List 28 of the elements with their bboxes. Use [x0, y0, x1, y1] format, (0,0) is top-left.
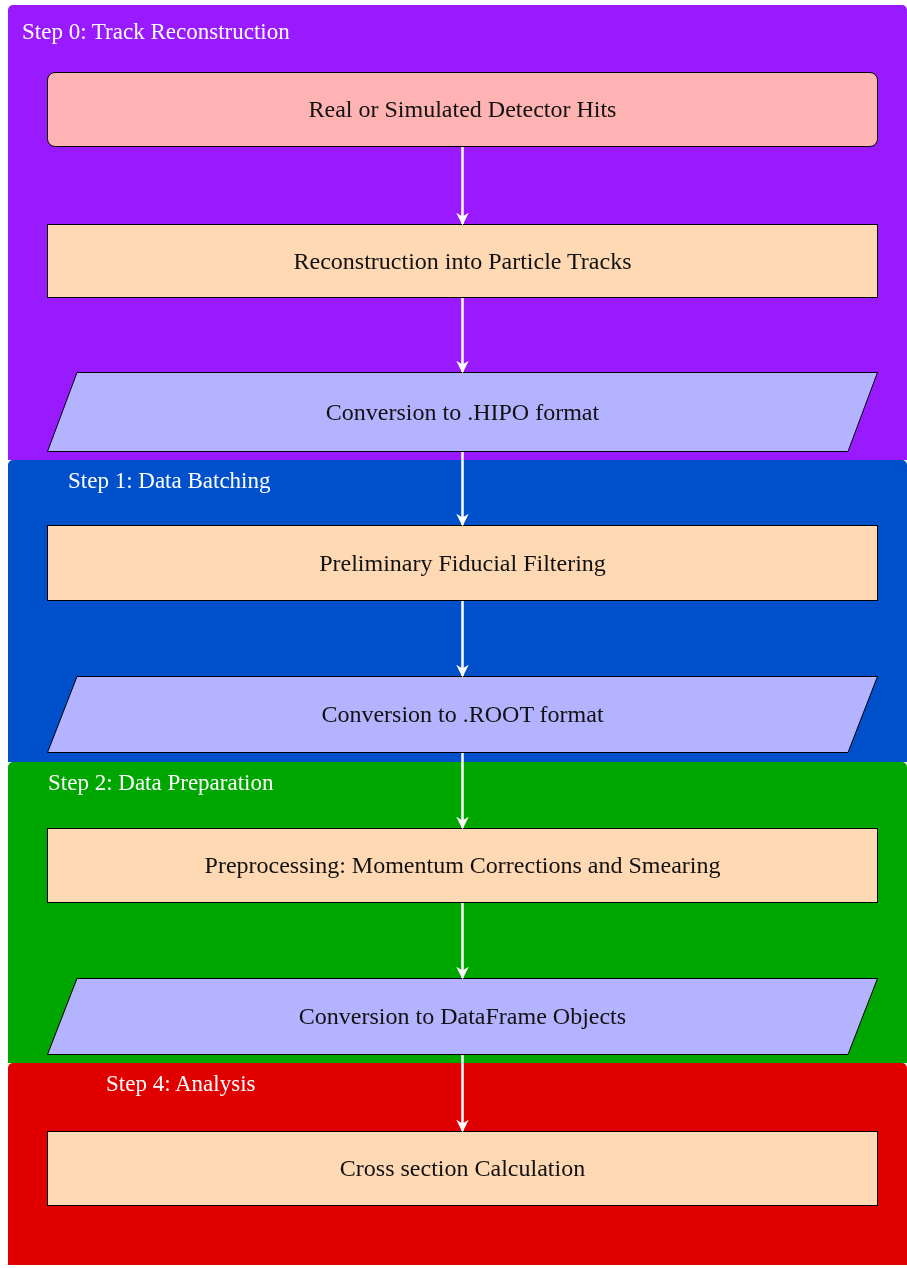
process-box	[47, 72, 878, 147]
step-heading: Step 4: Analysis	[106, 1071, 256, 1097]
arrow	[456, 753, 469, 830]
process-box	[47, 224, 878, 298]
step-label: Conversion to DataFrame Objects	[298, 1003, 627, 1030]
arrow	[456, 452, 469, 527]
step-band	[8, 762, 907, 1063]
step-label: Conversion to .HIPO format	[325, 398, 600, 426]
step-label: Conversion to .ROOT format	[321, 701, 604, 728]
step-label: Preliminary Fiducial Filtering	[319, 549, 606, 577]
process-box	[47, 1131, 878, 1206]
step-label: Preprocessing: Momentum Corrections and Smearing	[204, 852, 721, 879]
step-label: Real or Simulated Detector Hits	[308, 96, 617, 123]
step-band	[8, 1063, 907, 1265]
arrow	[456, 147, 469, 226]
step-label: Cross section Calculation	[339, 1155, 586, 1182]
step-band	[8, 5, 907, 460]
step-heading: Step 2: Data Preparation	[48, 770, 274, 796]
process-box	[47, 828, 878, 903]
arrow	[456, 298, 469, 374]
arrow	[456, 1055, 469, 1133]
step-label: Reconstruction into Particle Tracks	[293, 247, 632, 275]
step-heading: Step 1: Data Batching	[68, 468, 271, 494]
step-heading: Step 0: Track Reconstruction	[22, 19, 290, 45]
step-band	[8, 460, 907, 762]
process-box	[47, 525, 878, 601]
arrow	[456, 903, 469, 980]
arrow	[456, 601, 469, 678]
